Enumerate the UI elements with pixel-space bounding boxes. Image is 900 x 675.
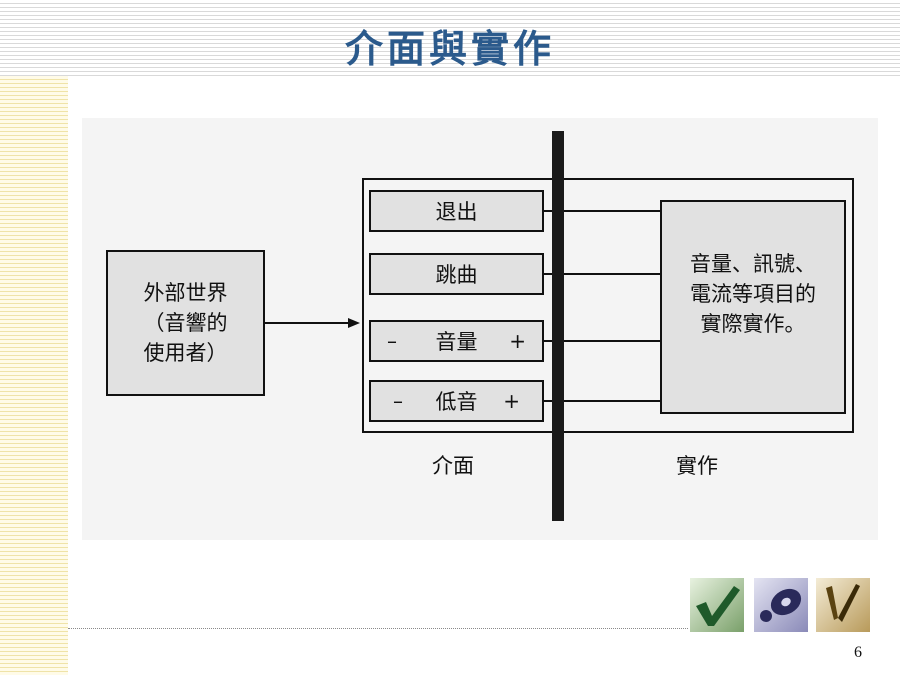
skip-label: 跳曲 (435, 263, 478, 287)
pen-tile-icon (816, 578, 870, 632)
volume-plus[interactable]: + (509, 329, 526, 353)
volume-control[interactable]: – 音量 + (369, 320, 544, 362)
connector-skip (544, 273, 660, 275)
arrow-head-icon (348, 318, 360, 328)
connector-bass (544, 400, 660, 402)
arrow-line (265, 322, 353, 324)
footer-rule (68, 628, 688, 629)
header-stripes (0, 0, 900, 76)
slide-title: 介面與實作 (344, 26, 555, 71)
page-number: 6 (854, 644, 862, 661)
bass-control[interactable]: – 低音 + (369, 380, 544, 422)
volume-label: 音量 (435, 330, 478, 354)
interface-caption: 介面 (432, 454, 474, 478)
bass-plus[interactable]: + (503, 389, 520, 413)
implementation-caption: 實作 (676, 454, 718, 478)
connector-volume (544, 340, 660, 342)
implementation-text: 音量、訊號、 電流等項目的 實際實作。 (690, 252, 816, 336)
left-stripes (0, 76, 68, 675)
connector-eject (544, 210, 660, 212)
eject-button[interactable]: 退出 (369, 190, 544, 232)
eject-label: 退出 (435, 200, 478, 224)
skip-button[interactable]: 跳曲 (369, 253, 544, 295)
system-frame (362, 178, 854, 433)
interface-divider-bar (552, 131, 564, 521)
external-world-box: 外部世界 （音響的 使用者） (106, 250, 265, 396)
volume-minus[interactable]: – (387, 329, 397, 353)
checkmark-tile-icon (690, 578, 744, 632)
disc-tile-icon (754, 578, 808, 632)
bass-label: 低音 (435, 390, 478, 414)
external-world-text: 外部世界 （音響的 使用者） (143, 281, 228, 365)
implementation-box: 音量、訊號、 電流等項目的 實際實作。 (660, 200, 846, 414)
bass-minus[interactable]: – (393, 389, 403, 413)
